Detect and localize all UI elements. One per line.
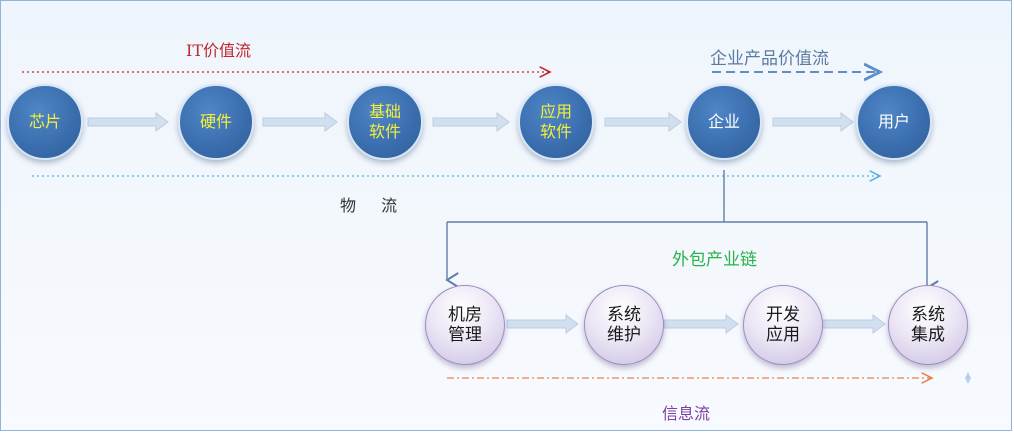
node-chip: 芯片 xyxy=(7,84,83,160)
node-dev-app: 开发 应用 xyxy=(743,285,823,365)
info-flow-diamond xyxy=(965,372,971,384)
info-flow-label: 信息流 xyxy=(662,404,711,423)
node-system-maintenance: 系统 维护 xyxy=(584,285,664,365)
node-enterprise-label: 企业 xyxy=(707,112,740,131)
node-hardware-label: 硬件 xyxy=(199,112,232,131)
bottom-flow-arrow-2 xyxy=(663,314,739,334)
node-machine-room: 机房 管理 xyxy=(425,285,505,365)
node-user-label: 用户 xyxy=(877,112,910,131)
node-system-maintenance-label: 系统 维护 xyxy=(607,305,641,345)
top-flow-arrow-5 xyxy=(772,112,854,132)
node-app-software-label: 应用 软件 xyxy=(539,102,572,141)
node-base-software: 基础 软件 xyxy=(347,84,423,160)
top-flow-arrow-1 xyxy=(87,112,169,132)
top-flow-arrow-4 xyxy=(604,112,682,132)
bottom-flow-arrow-1 xyxy=(506,314,579,334)
top-flow-arrow-2 xyxy=(262,112,338,132)
node-machine-room-label: 机房 管理 xyxy=(448,305,482,345)
node-system-integration-label: 系统 集成 xyxy=(911,305,945,345)
node-system-integration: 系统 集成 xyxy=(888,285,968,365)
node-chip-label: 芯片 xyxy=(28,112,61,131)
enterprise-value-stream-label: 企业产品价值流 xyxy=(710,49,829,69)
bottom-flow-arrow-3 xyxy=(821,314,886,334)
it-value-stream-label: IT价值流 xyxy=(186,41,251,60)
node-app-software: 应用 软件 xyxy=(518,84,594,160)
node-hardware: 硬件 xyxy=(178,84,254,160)
top-flow-arrow-3 xyxy=(432,112,510,132)
node-enterprise: 企业 xyxy=(686,84,762,160)
outsourcing-chain-label: 外包产业链 xyxy=(672,250,757,270)
node-user: 用户 xyxy=(856,84,932,160)
logistics-label: 物 流 xyxy=(340,196,408,215)
node-dev-app-label: 开发 应用 xyxy=(766,305,800,345)
node-base-software-label: 基础 软件 xyxy=(368,102,401,141)
